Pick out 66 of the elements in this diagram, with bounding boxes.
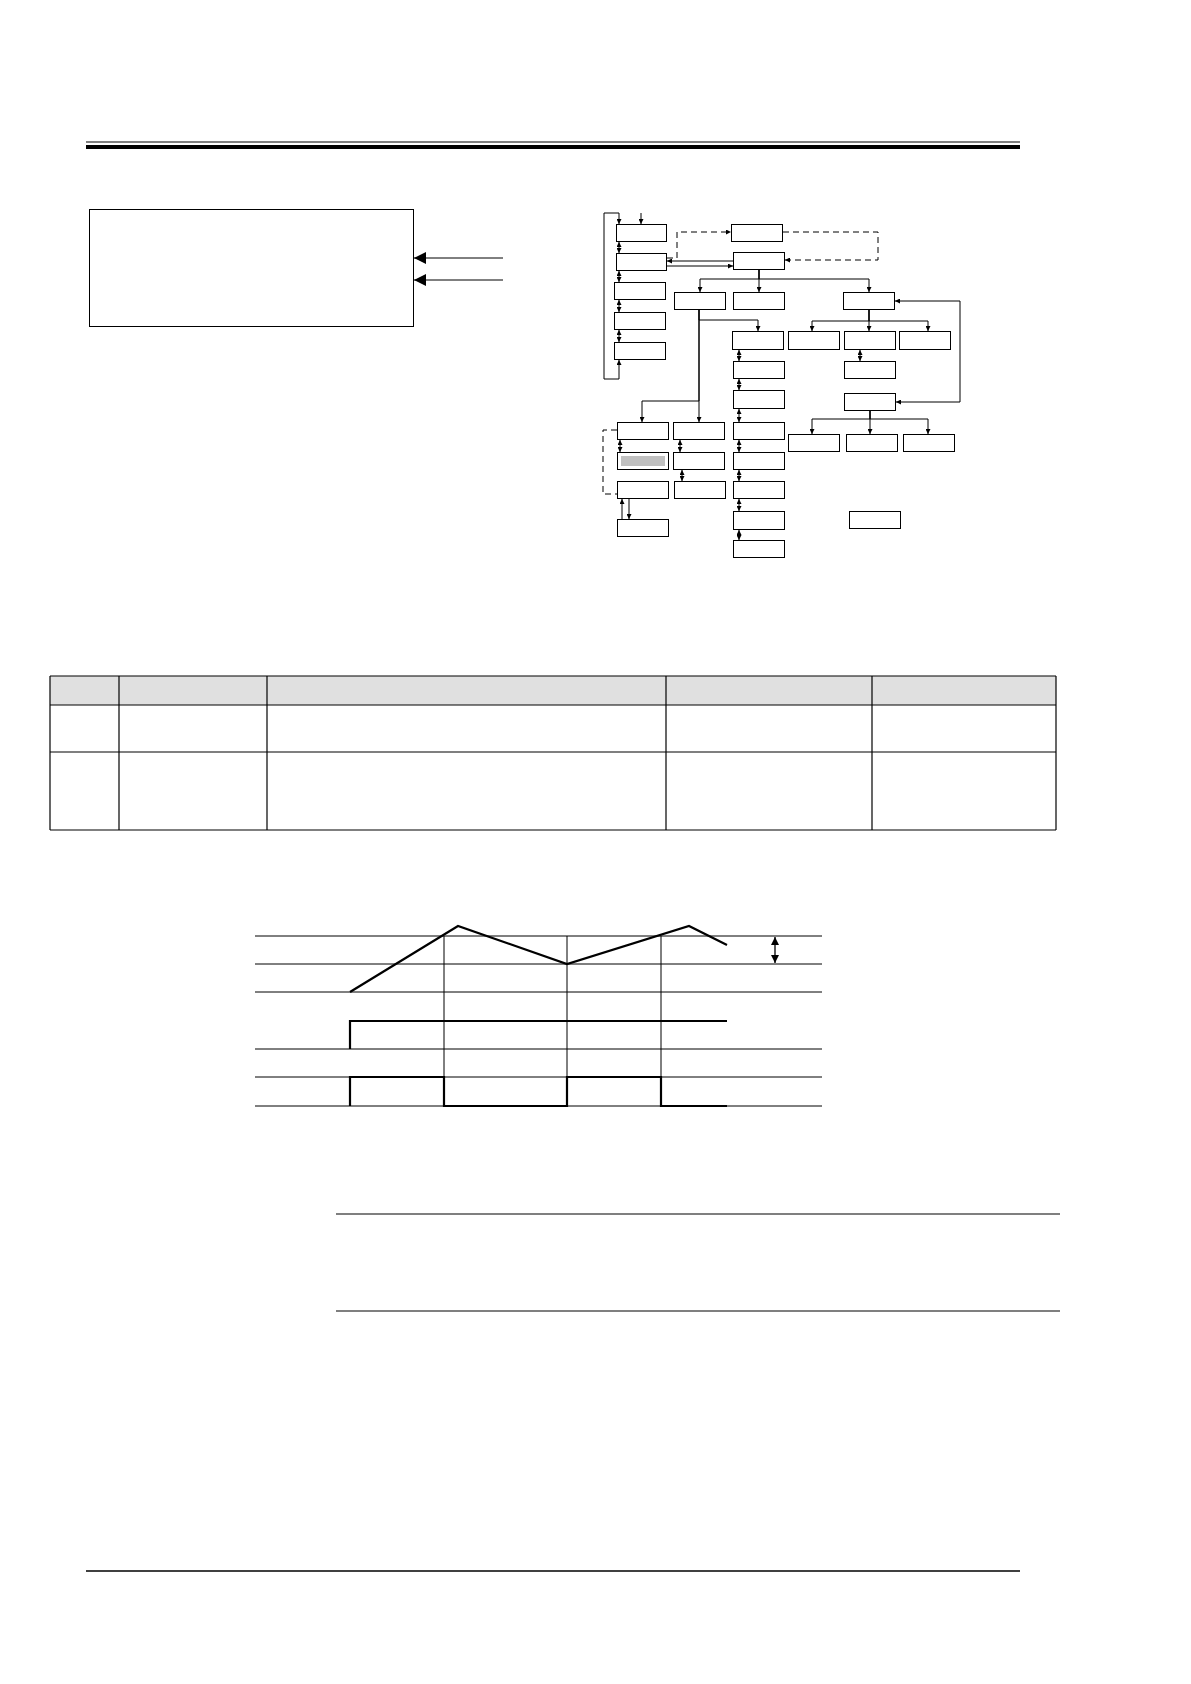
menu-box	[788, 434, 840, 452]
menu-box	[843, 292, 895, 310]
menu-box	[849, 511, 901, 529]
arrow	[616, 299, 622, 313]
arrow	[736, 408, 742, 423]
menu-box	[844, 361, 896, 379]
menu-box	[899, 331, 951, 350]
menu-box	[733, 292, 785, 310]
arrow	[666, 263, 734, 269]
arrow	[782, 231, 879, 263]
arrow	[638, 212, 644, 225]
arrow	[736, 529, 742, 541]
arrow	[758, 269, 872, 293]
arrow	[736, 469, 742, 482]
arrow	[894, 298, 961, 405]
arrow	[736, 349, 742, 362]
arrow	[736, 498, 742, 512]
menu-box	[616, 253, 667, 271]
arrow	[616, 329, 622, 343]
menu-box	[733, 252, 785, 270]
menu-box	[733, 540, 785, 558]
arrow	[626, 498, 632, 520]
display-box	[89, 209, 414, 327]
arrow	[666, 258, 734, 264]
highlighted-menu-box	[617, 452, 669, 470]
menu-box	[732, 331, 784, 350]
menu-box	[674, 292, 726, 310]
menu-box	[617, 481, 669, 499]
menu-box	[733, 481, 785, 499]
connector-line	[602, 429, 618, 495]
arrow	[619, 498, 625, 520]
menu-box	[788, 331, 840, 350]
arrow	[616, 270, 622, 283]
menu-box	[844, 393, 896, 411]
menu-box	[733, 511, 785, 530]
arrow	[413, 252, 504, 264]
menu-box	[673, 452, 725, 470]
arrow	[616, 241, 622, 254]
menu-box	[674, 481, 726, 499]
arrow	[666, 229, 732, 259]
arrow	[857, 349, 863, 362]
arrow	[617, 439, 623, 453]
menu-box	[673, 422, 725, 440]
menu-box	[614, 282, 666, 300]
arrow	[869, 410, 931, 435]
arrow	[736, 439, 742, 453]
menu-box	[617, 519, 669, 537]
menu-box	[733, 452, 785, 470]
menu-box	[733, 390, 785, 409]
menu-box	[614, 342, 666, 360]
arrow	[679, 469, 685, 482]
arrow	[696, 309, 702, 423]
menu-box	[846, 434, 898, 452]
menu-box	[614, 312, 666, 330]
arrow	[868, 309, 931, 332]
menu-box	[844, 331, 896, 350]
arrow	[736, 378, 742, 391]
menu-box	[903, 434, 955, 452]
menu-box	[733, 422, 785, 440]
arrow	[603, 212, 622, 380]
menu-box	[731, 224, 783, 242]
arrow	[677, 439, 683, 453]
menu-box	[616, 224, 667, 242]
menu-box	[733, 361, 785, 379]
arrow	[413, 274, 504, 286]
menu-box	[617, 422, 669, 440]
